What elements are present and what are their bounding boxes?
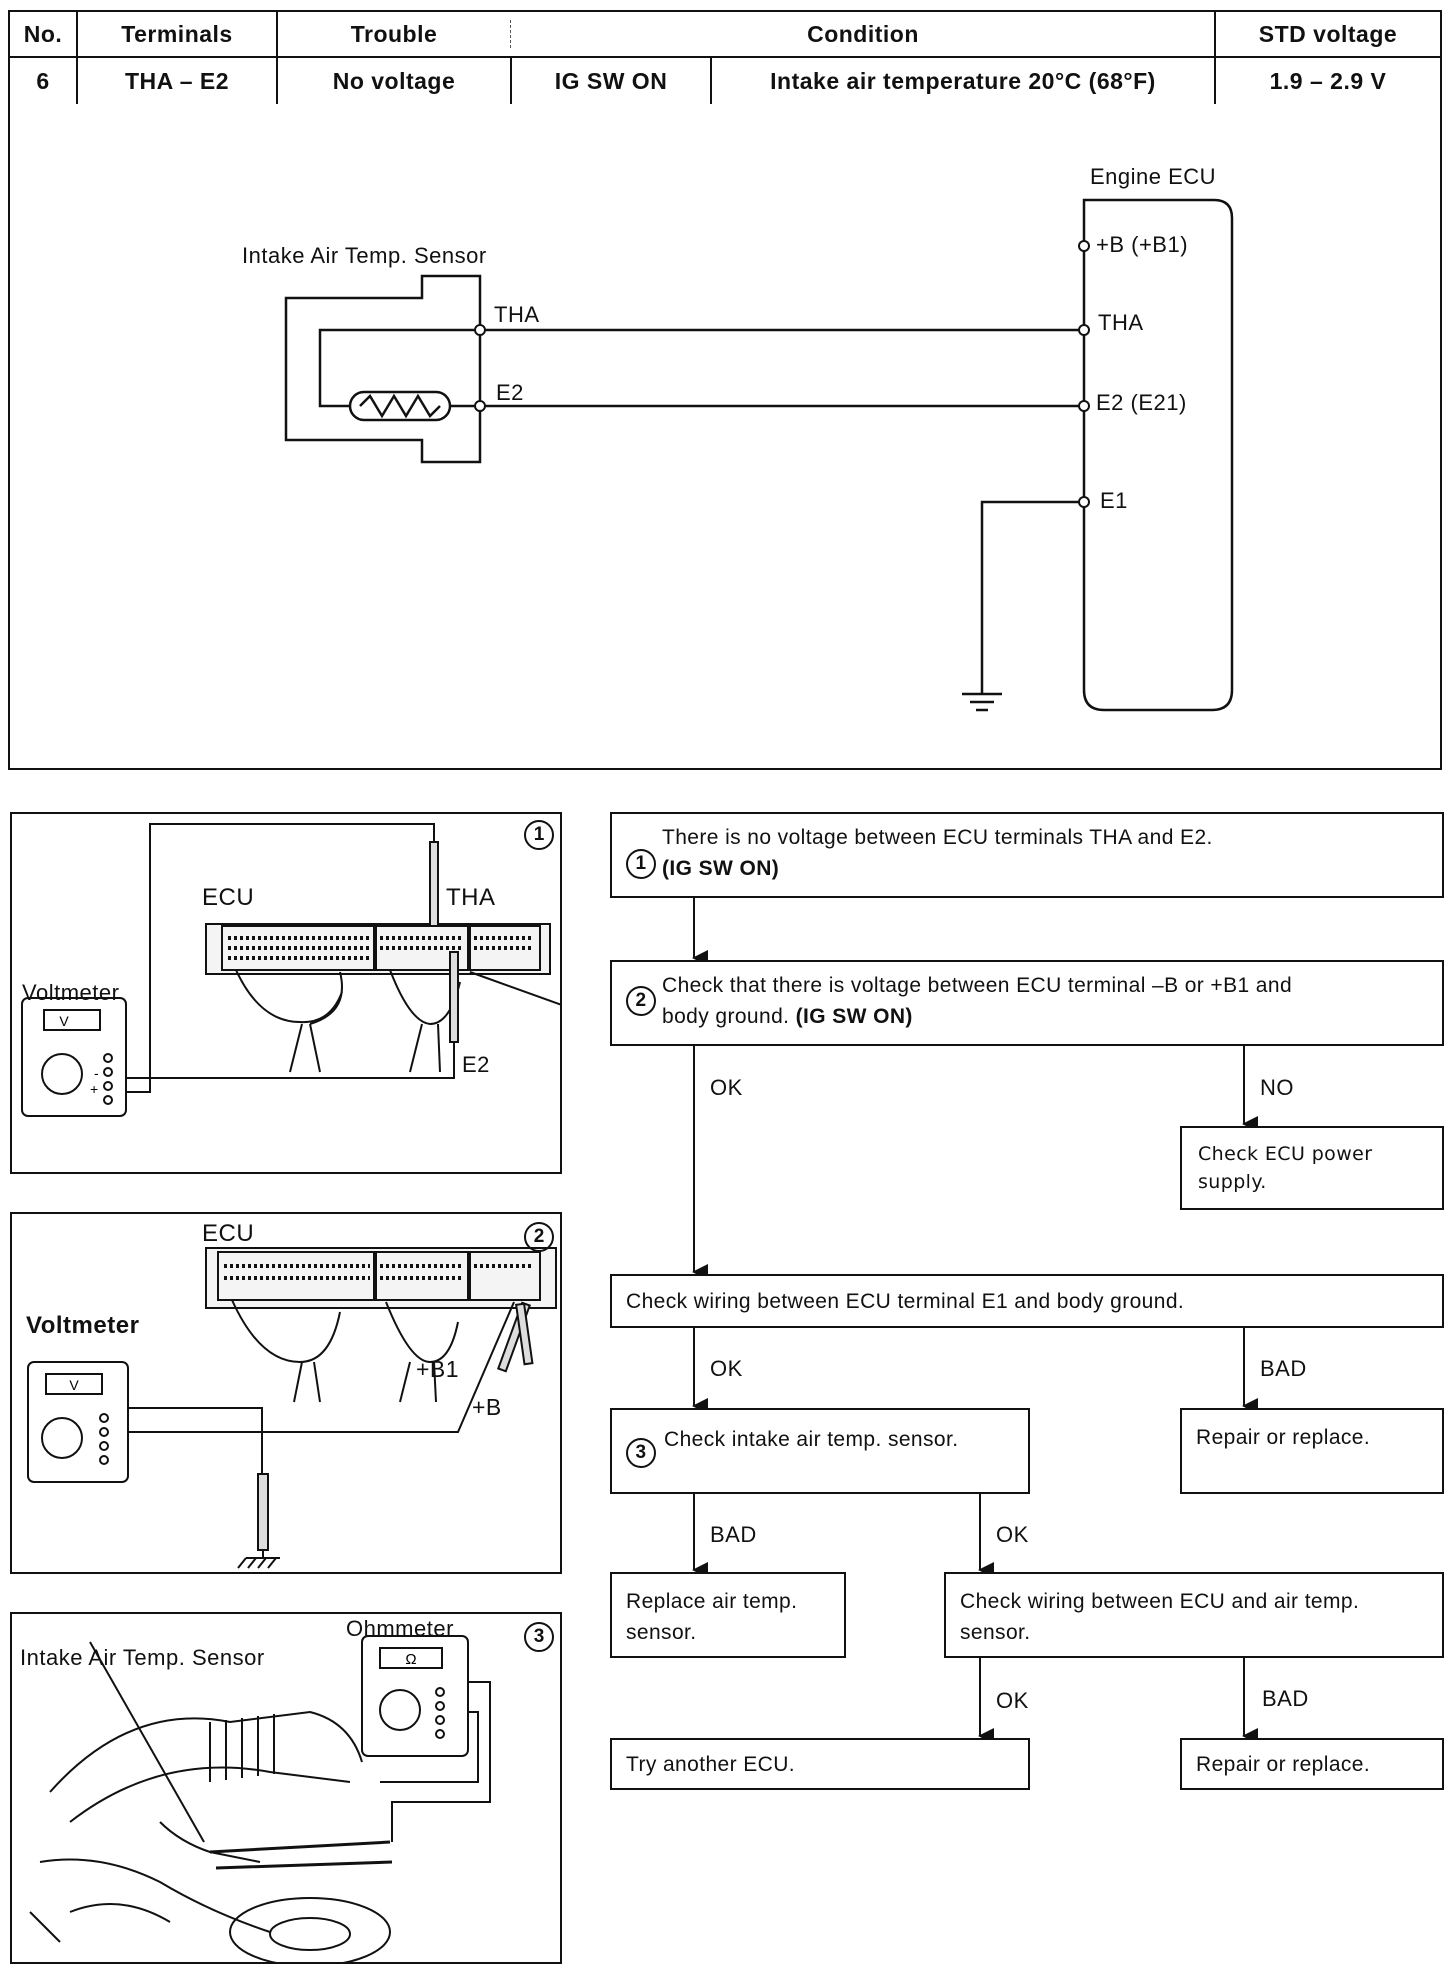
voltmeter-display-text: V [69, 1377, 79, 1393]
flow-repair-1: Repair or replace. [1180, 1408, 1444, 1494]
flow-ok-4: OK [996, 1688, 1029, 1713]
step-2-number: 2 [626, 986, 656, 1016]
col-divider [510, 56, 512, 104]
panel-3-ohmmeter-label: Ohmmeter [346, 1616, 454, 1641]
row-std-voltage: 1.9 – 2.9 V [1269, 67, 1387, 94]
panel-2-b1-label: +B1 [416, 1356, 460, 1382]
panel-1-e2-label: E2 [462, 1052, 490, 1077]
table-divider [10, 56, 1440, 58]
panel-1-tha-label: THA [446, 884, 496, 911]
panel-2-voltmeter-label: Voltmeter [26, 1312, 140, 1339]
flow-bad-2: BAD [1260, 1356, 1307, 1381]
flow-repair-2: Repair or replace. [1180, 1738, 1444, 1790]
panel-2-ecu-label: ECU [202, 1220, 255, 1247]
step-2-text-cont: body ground. [662, 1005, 790, 1028]
panel-3-illustration: Ω [29, 1635, 491, 1964]
step-2-text: Check that there is voltage between ECU … [662, 974, 1293, 997]
panel-1-illustration: V - + [21, 823, 562, 1117]
flow-bad-4: BAD [1262, 1686, 1309, 1711]
circuit-diagram-frame [8, 104, 1442, 770]
thermistor-symbol [348, 390, 452, 422]
panel-1-voltmeter-label: Voltmeter [22, 980, 120, 1005]
sensor-terminal-tha: THA [494, 302, 540, 327]
ecu-label: Engine ECU [1090, 164, 1217, 189]
header-trouble: Trouble [350, 20, 438, 47]
wire-e1 [980, 500, 1084, 694]
step-3-text: Check intake air temp. sensor. [664, 1428, 959, 1451]
flow-ok-3: OK [996, 1522, 1029, 1547]
plus-sign: + [90, 1081, 98, 1097]
step-2-condition: (IG SW ON) [795, 1005, 913, 1028]
step-1-text: There is no voltage between ECU terminal… [662, 826, 1213, 849]
step-1-condition: (IG SW ON) [662, 857, 780, 880]
sensor-terminal-e2: E2 [496, 380, 524, 405]
ohmmeter-display-text: Ω [405, 1651, 416, 1668]
ecu-terminal-tha: THA [1098, 310, 1144, 335]
ohmmeter [361, 1635, 469, 1757]
row-trouble: No voltage [332, 67, 456, 94]
col-divider [76, 12, 78, 104]
voltmeter [21, 997, 127, 1117]
step-1-number: 1 [626, 849, 656, 879]
panel-3-number: 3 [524, 1622, 554, 1652]
row-terminals: THA – E2 [124, 67, 230, 94]
ecu-outline [1082, 198, 1234, 712]
flow-check-e1: Check wiring between ECU terminal E1 and… [610, 1274, 1444, 1328]
flow-ok-1: OK [710, 1075, 743, 1100]
sensor-outline [284, 274, 482, 464]
condition-table: No. Terminals Trouble Condition STD volt… [8, 10, 1442, 106]
header-condition: Condition [807, 20, 919, 47]
panel-1-ecu-label: ECU [202, 884, 255, 911]
voltmeter-display-text: V [59, 1013, 69, 1029]
step-3-number: 3 [626, 1438, 656, 1468]
minus-sign: - [94, 1065, 99, 1081]
sensor-label: Intake Air Temp. Sensor [242, 243, 487, 268]
ecu-terminal-b: +B (+B1) [1096, 232, 1189, 257]
panel-1-number: 1 [524, 820, 554, 850]
row-no: 6 [36, 67, 50, 94]
header-no: No. [23, 20, 63, 47]
flow-bad-3: BAD [710, 1522, 757, 1547]
panel-3-sensor-label: Intake Air Temp. Sensor [20, 1645, 265, 1670]
circuit-diagram [284, 198, 1234, 712]
row-condition-temp: Intake air temperature 20°C (68°F) [770, 67, 1156, 94]
panel-2-b-label: +B [472, 1394, 502, 1420]
panel-3 [10, 1612, 562, 1964]
flow-step-1: 1 There is no voltage between ECU termin… [610, 812, 1444, 898]
voltmeter [27, 1361, 129, 1483]
flow-check-power: Check ECU power supply. [1180, 1126, 1444, 1210]
flow-try-ecu: Try another ECU. [610, 1738, 1030, 1790]
ground-symbol [962, 692, 1002, 712]
flow-step-3: 3 Check intake air temp. sensor. [610, 1408, 1030, 1494]
header-terminals: Terminals [121, 20, 233, 47]
col-divider [1214, 12, 1216, 104]
flow-ok-2: OK [710, 1356, 743, 1381]
flow-check-wiring: Check wiring between ECU and air temp. s… [944, 1572, 1444, 1658]
col-divider-dashed [510, 20, 511, 48]
panel-2-number: 2 [524, 1222, 554, 1252]
panel-2-illustration: V [27, 1247, 557, 1569]
ecu-terminal-e1: E1 [1100, 488, 1128, 513]
ecu-terminal-e2: E2 (E21) [1096, 390, 1187, 415]
col-divider [710, 56, 712, 104]
flow-step-2: 2 Check that there is voltage between EC… [610, 960, 1444, 1046]
flow-replace-sensor: Replace air temp. sensor. [610, 1572, 846, 1658]
header-std-voltage: STD voltage [1258, 20, 1398, 47]
col-divider [276, 12, 278, 104]
flow-no-1: NO [1260, 1075, 1294, 1100]
row-condition-switch: IG SW ON [554, 67, 668, 94]
